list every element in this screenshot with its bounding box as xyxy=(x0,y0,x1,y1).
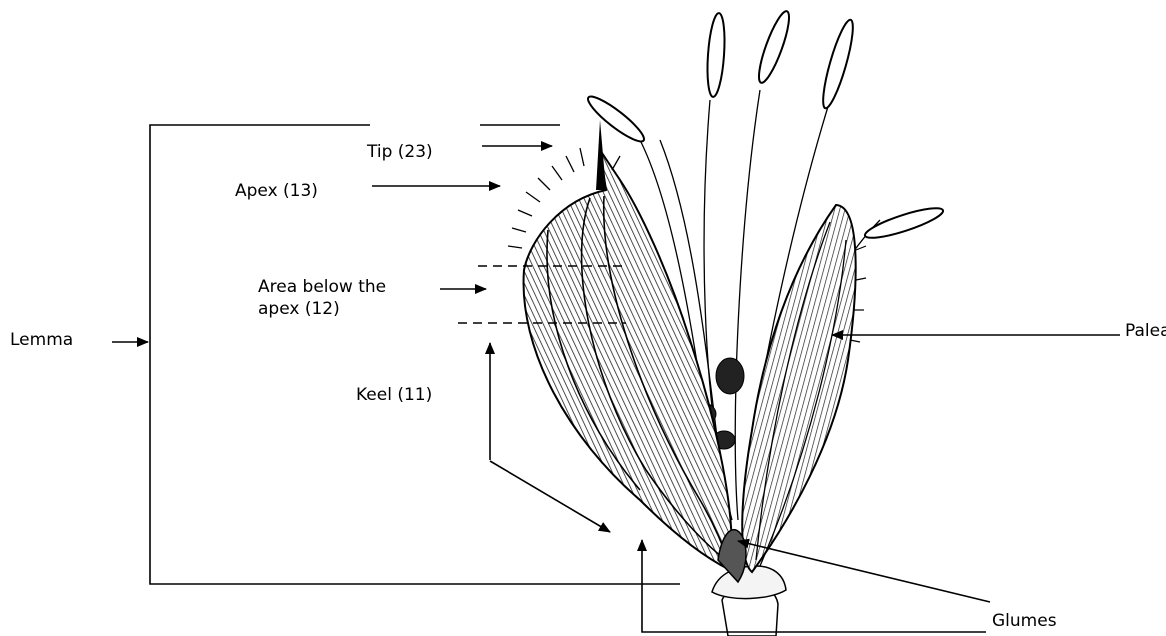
anther-5 xyxy=(863,203,946,244)
anther-1 xyxy=(583,91,648,147)
label-lemma: Lemma xyxy=(10,329,73,351)
anthers xyxy=(583,9,945,244)
label-area-below-apex: Area below the apex (12) xyxy=(258,276,448,320)
base-collar xyxy=(712,566,786,599)
glumes-bracket xyxy=(642,540,986,632)
label-glumes: Glumes xyxy=(992,610,1057,632)
label-area-line-2: apex (12) xyxy=(258,298,448,320)
label-tip: Tip (23) xyxy=(367,141,433,163)
palea-shape xyxy=(742,205,855,572)
label-apex: Apex (13) xyxy=(235,180,318,202)
lemma-shape xyxy=(524,150,732,570)
keel-diag-arrow xyxy=(490,461,610,532)
floret-illustration xyxy=(508,9,945,636)
label-area-line-1: Area below the xyxy=(258,276,448,298)
label-keel: Keel (11) xyxy=(356,384,432,406)
anther-3 xyxy=(753,9,794,86)
anther-2 xyxy=(705,13,727,98)
label-palea: Palea xyxy=(1125,320,1166,342)
anther-4 xyxy=(818,18,859,111)
